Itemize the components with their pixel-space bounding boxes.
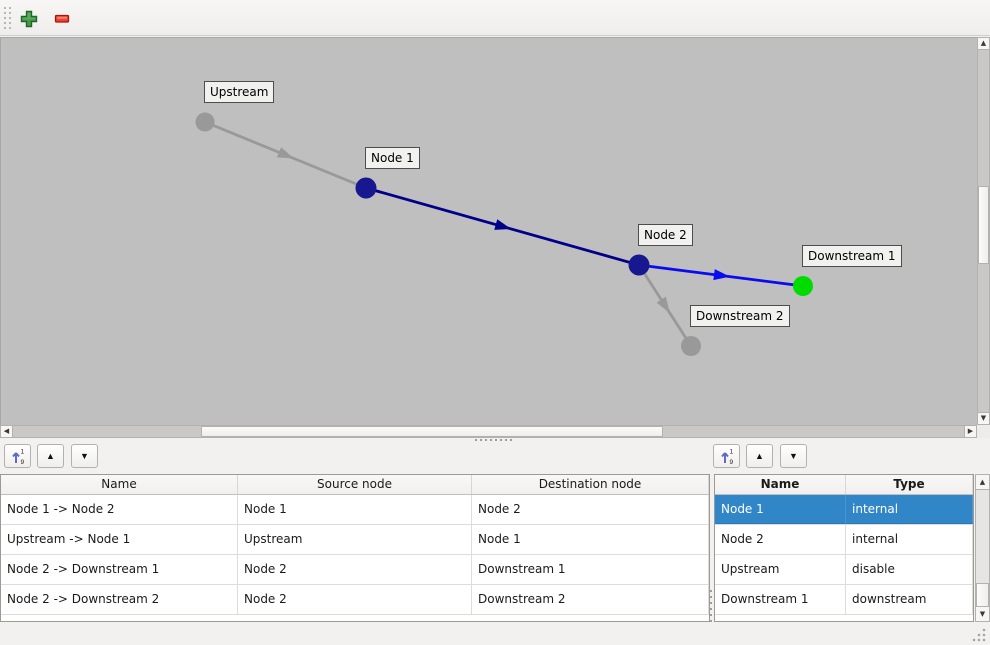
graph-node[interactable] — [355, 177, 377, 199]
cell-name[interactable]: Downstream 1 — [715, 585, 846, 614]
cell-name[interactable]: Node 2 -> Downstream 2 — [1, 585, 238, 614]
graph-node[interactable] — [793, 276, 813, 296]
node-label[interactable]: Upstream — [204, 81, 275, 103]
table-row[interactable]: Node 2 -> Downstream 2 Node 2 Downstream… — [1, 585, 709, 615]
node-label[interactable]: Downstream 1 — [802, 245, 902, 267]
remove-node-button[interactable] — [50, 7, 74, 31]
cell-name[interactable]: Node 2 — [715, 525, 846, 554]
cell-name[interactable]: Node 1 -> Node 2 — [1, 495, 238, 524]
scroll-left-button[interactable]: ◀ — [0, 425, 13, 438]
cell-source[interactable]: Node 1 — [238, 495, 472, 524]
node-label[interactable]: Node 1 — [365, 147, 420, 169]
canvas-table-splitter[interactable] — [0, 438, 990, 442]
graph-node[interactable] — [195, 112, 215, 132]
scroll-down-button[interactable]: ▼ — [975, 606, 990, 622]
edge-move-up-button[interactable]: ▲ — [37, 444, 64, 468]
cell-name[interactable]: Upstream -> Node 1 — [1, 525, 238, 554]
table-row[interactable]: Node 1 -> Node 2 Node 1 Node 2 — [1, 495, 709, 525]
table-row[interactable]: Downstream 1 downstream — [715, 585, 973, 615]
node-move-up-button[interactable]: ▲ — [746, 444, 773, 468]
edge-sort-button[interactable]: 1 9 — [4, 444, 31, 468]
table-row[interactable]: Node 2 internal — [715, 525, 973, 555]
cell-name[interactable]: Upstream — [715, 555, 846, 584]
column-header-type[interactable]: Type — [846, 475, 973, 494]
sort-ascending-icon: 1 9 — [720, 449, 733, 465]
vertical-scroll-thumb[interactable] — [978, 186, 989, 264]
node-table: Name Type Node 1 internal Node 2 interna… — [714, 474, 974, 622]
cell-source[interactable]: Upstream — [238, 525, 472, 554]
splitter-grip-icon — [475, 439, 515, 441]
horizontal-scroll-thumb[interactable] — [201, 426, 663, 437]
minus-icon — [54, 14, 70, 23]
arrow-up-icon: ▲ — [755, 450, 764, 461]
toolbar-grip[interactable] — [4, 7, 11, 29]
vertical-scroll-thumb[interactable] — [976, 583, 989, 608]
node-sort-button[interactable]: 1 9 — [713, 444, 740, 468]
arrow-up-icon: ▲ — [46, 450, 55, 461]
scroll-up-button[interactable]: ▲ — [975, 474, 990, 490]
edge-table: Name Source node Destination node Node 1… — [0, 474, 710, 622]
graph-node[interactable] — [681, 336, 701, 356]
scroll-right-button[interactable]: ▶ — [964, 425, 977, 438]
scroll-down-button[interactable]: ▼ — [977, 412, 990, 425]
node-table-scrollbar[interactable]: ▲ ▼ — [975, 474, 990, 622]
edge-arrow-icon — [656, 296, 670, 314]
column-header-name[interactable]: Name — [1, 475, 238, 494]
edge-arrow-icon — [713, 269, 730, 281]
cell-type[interactable]: internal — [846, 495, 973, 524]
edge-arrow-icon — [494, 219, 512, 230]
table-row[interactable]: Upstream disable — [715, 555, 973, 585]
splitter-grip-icon — [710, 590, 712, 622]
edge-arrow-icon — [276, 147, 294, 159]
main-toolbar — [0, 0, 990, 36]
cell-name[interactable]: Node 1 — [715, 495, 846, 524]
svg-text:9: 9 — [20, 459, 24, 465]
svg-text:9: 9 — [729, 459, 733, 465]
bottom-panes: 1 9 ▲ ▼ 1 9 ▲ ▼ Name Source no — [0, 442, 990, 623]
arrow-down-icon: ▼ — [789, 450, 798, 461]
table-row[interactable]: Node 2 -> Downstream 1 Node 2 Downstream… — [1, 555, 709, 585]
sort-ascending-icon: 1 9 — [11, 449, 24, 465]
column-header-source[interactable]: Source node — [238, 475, 472, 494]
column-header-name[interactable]: Name — [715, 475, 846, 494]
arrow-down-icon: ▼ — [80, 450, 89, 461]
cell-type[interactable]: internal — [846, 525, 973, 554]
cell-destination[interactable]: Downstream 2 — [472, 585, 709, 614]
node-label[interactable]: Downstream 2 — [690, 305, 790, 327]
node-label[interactable]: Node 2 — [638, 224, 693, 246]
add-node-button[interactable] — [17, 7, 41, 31]
cell-source[interactable]: Node 2 — [238, 585, 472, 614]
cell-source[interactable]: Node 2 — [238, 555, 472, 584]
plus-icon — [20, 10, 38, 28]
scrollbar-corner — [977, 425, 990, 438]
node-table-header: Name Type — [715, 475, 973, 495]
status-bar — [0, 623, 990, 645]
scroll-up-button[interactable]: ▲ — [977, 37, 990, 50]
table-row[interactable]: Upstream -> Node 1 Upstream Node 1 — [1, 525, 709, 555]
window-resize-grip[interactable] — [972, 628, 986, 642]
graph-node[interactable] — [628, 254, 650, 276]
canvas-horizontal-scrollbar[interactable]: ◀ ▶ — [0, 425, 977, 438]
cell-destination[interactable]: Node 1 — [472, 525, 709, 554]
node-move-down-button[interactable]: ▼ — [780, 444, 807, 468]
graph-svg — [195, 112, 813, 356]
table-row-selected[interactable]: Node 1 internal — [715, 495, 973, 525]
edge-table-header: Name Source node Destination node — [1, 475, 709, 495]
cell-name[interactable]: Node 2 -> Downstream 1 — [1, 555, 238, 584]
column-header-destination[interactable]: Destination node — [472, 475, 709, 494]
cell-type[interactable]: downstream — [846, 585, 973, 614]
cell-destination[interactable]: Node 2 — [472, 495, 709, 524]
canvas-vertical-scrollbar[interactable]: ▲ ▼ — [977, 37, 990, 425]
table-pane-splitter[interactable] — [709, 474, 714, 622]
edge-move-down-button[interactable]: ▼ — [71, 444, 98, 468]
cell-type[interactable]: disable — [846, 555, 973, 584]
svg-text:1: 1 — [20, 449, 24, 456]
cell-destination[interactable]: Downstream 1 — [472, 555, 709, 584]
svg-text:1: 1 — [729, 449, 733, 456]
